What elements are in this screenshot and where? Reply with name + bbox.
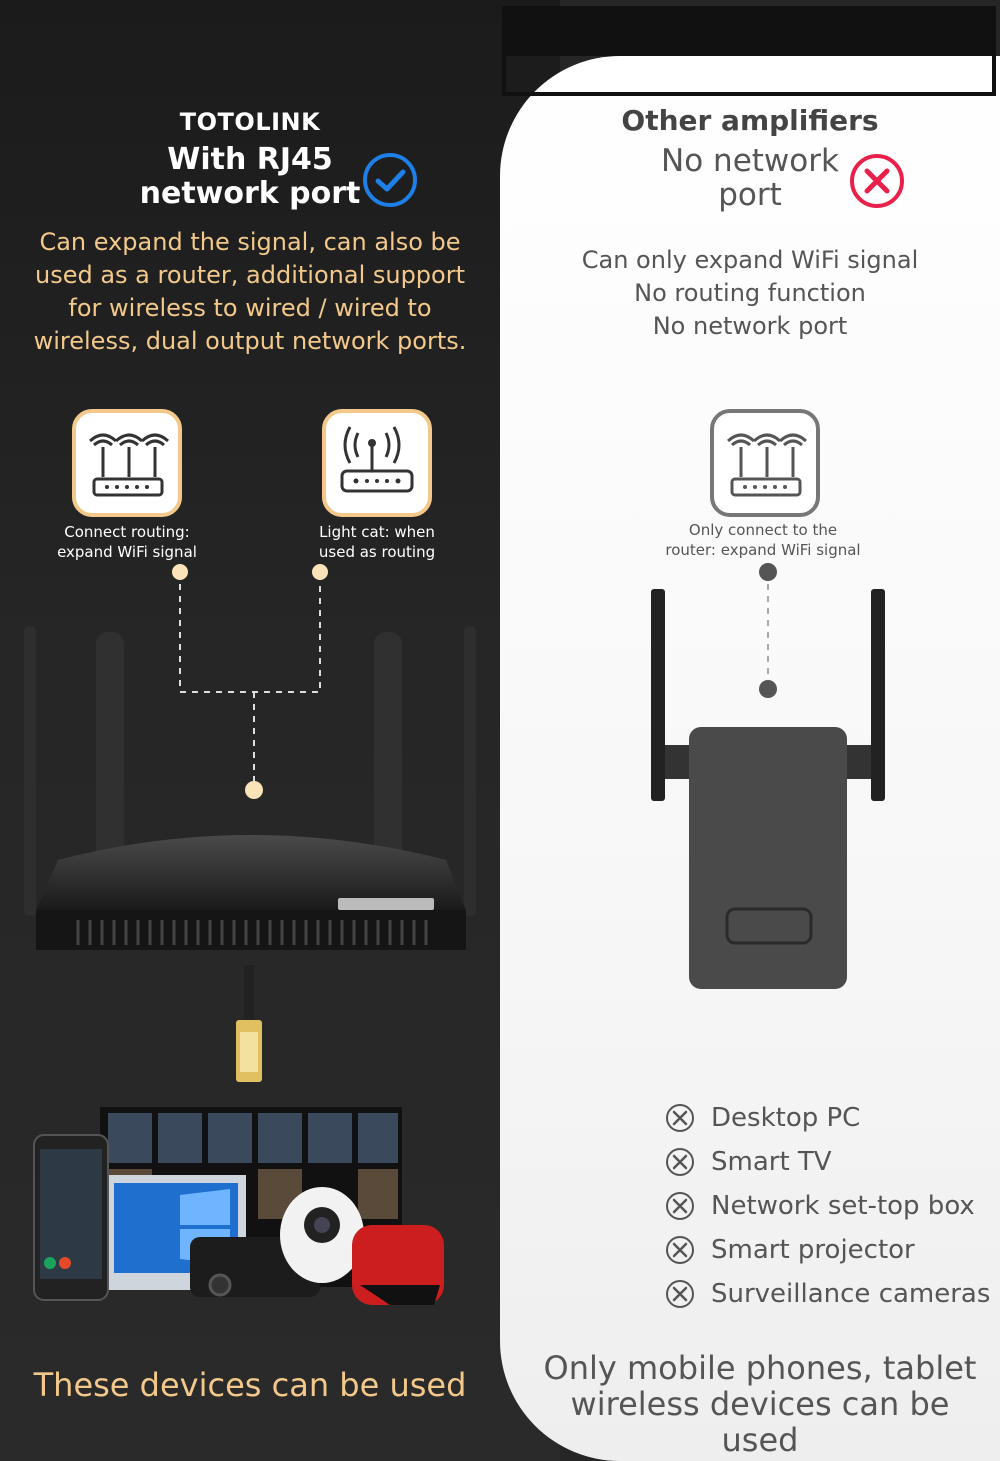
list-item: Surveillance cameras <box>664 1272 990 1316</box>
right-bottom-line1: Only mobile phones, tablet <box>543 1349 977 1387</box>
cross-circle-icon <box>666 1104 694 1132</box>
list-item: Desktop PC <box>664 1096 990 1140</box>
right-bottom-text: Only mobile phones, tablet wireless devi… <box>530 1350 990 1458</box>
right-desc-line1: Can only expand WiFi signal <box>581 246 919 274</box>
list-item: Smart TV <box>664 1140 990 1184</box>
list-item: Smart projector <box>664 1228 990 1272</box>
cross-icon <box>850 154 904 208</box>
icon1-label-line1: Connect routing: <box>64 523 190 541</box>
left-bottom-text: These devices can be used <box>33 1366 467 1404</box>
check-icon <box>363 153 417 207</box>
icon1-label-line2: expand WiFi signal <box>57 543 197 561</box>
device-label: Surveillance cameras <box>711 1279 991 1309</box>
device-label: Smart projector <box>711 1235 915 1265</box>
cross-circle-icon <box>666 1280 694 1308</box>
icon2-label-line1: Light cat: when <box>319 523 435 541</box>
left-description: Can expand the signal, can also be used … <box>33 228 467 355</box>
cross-circle-icon <box>666 1148 694 1176</box>
right-heading-line2: port <box>718 177 782 213</box>
right-heading-line1: No network <box>661 143 839 179</box>
right-icon-label-line2: router: expand WiFi signal <box>665 541 861 559</box>
router-image <box>24 626 476 1082</box>
cross-circle-icon <box>666 1236 694 1264</box>
device-list: Desktop PC Smart TV Network set-top box … <box>664 1096 990 1316</box>
list-item: Network set-top box <box>664 1184 990 1228</box>
right-description: Can only expand WiFi signal No routing f… <box>560 244 940 343</box>
device-label: Smart TV <box>711 1147 832 1177</box>
device-label: Network set-top box <box>711 1191 975 1221</box>
device-label: Desktop PC <box>711 1103 861 1133</box>
router-icon-gray <box>710 409 820 517</box>
cross-circle-icon <box>666 1192 694 1220</box>
right-bottom-line2: wireless devices can be used <box>570 1385 950 1459</box>
left-heading: With RJ45 network port <box>110 143 390 211</box>
totolink-brand: TOTOLINK <box>179 108 321 136</box>
right-heading: No network port <box>620 144 880 212</box>
left-heading-line2: network port <box>139 176 361 211</box>
right-desc-line2: No routing function <box>634 279 866 307</box>
left-heading-line1: With RJ45 <box>167 142 333 177</box>
header-frame <box>502 6 996 96</box>
router-icon <box>72 409 182 517</box>
icon1-label: Connect routing: expand WiFi signal <box>42 522 212 562</box>
connector-lines <box>172 564 328 799</box>
modem-icon <box>322 409 432 517</box>
extender-image <box>651 589 885 989</box>
right-connector <box>759 563 777 698</box>
right-icon-label: Only connect to the router: expand WiFi … <box>658 520 868 560</box>
right-icon-label-line1: Only connect to the <box>688 521 838 539</box>
devices-image <box>33 1107 444 1305</box>
right-desc-line3: No network port <box>652 312 848 340</box>
icon2-label-line2: used as routing <box>318 543 436 561</box>
icon2-label: Light cat: when used as routing <box>292 522 462 562</box>
other-amplifiers-brand: Other amplifiers <box>621 104 879 137</box>
